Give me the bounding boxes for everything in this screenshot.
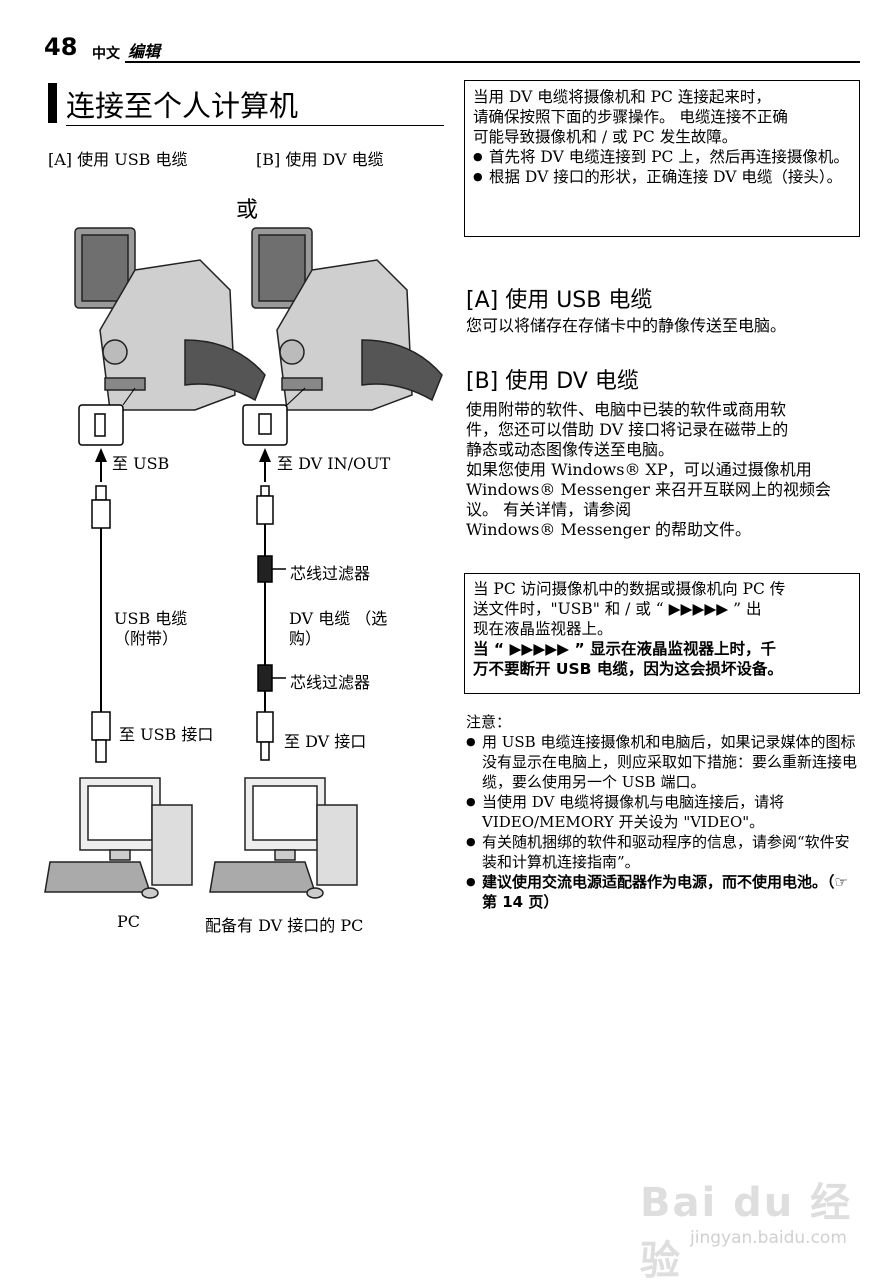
dv-cable-label-line2: 购） [289, 629, 322, 648]
caution-bullet: 首先将 DV 电缆连接到 PC 上，然后再连接摄像机。 [473, 147, 851, 167]
pc-illustration-a [44, 777, 193, 899]
caution-box: 当用 DV 电缆将摄像机和 PC 连接起来时， 请确保按照下面的步骤操作。 电缆… [464, 80, 860, 237]
pc-with-dv-label: 配备有 DV 接口的 PC [205, 916, 364, 935]
caution-text-line2: 请确保按照下面的步骤操作。 电缆连接不正确 [473, 108, 788, 126]
dv-option-label: [B] 使用 DV 电缆 [256, 150, 384, 169]
core-filter-label-2: 芯线过滤器 [290, 673, 371, 692]
info-line-bold: 当 “ ▶▶▶▶▶ ” 显示在液晶监视器上时，千 [473, 640, 777, 658]
title-rule [66, 125, 444, 126]
section-b-heading: [B] 使用 DV 电缆 [466, 369, 639, 394]
to-usb-label: 至 USB [112, 454, 170, 473]
section-b-line: 如果您使用 Windows® XP，可以通过摄像机用 [466, 460, 812, 479]
section-b-line: 静态或动态图像传送至电脑。 [466, 440, 675, 459]
chapter-label-zh: 中文 [92, 46, 120, 62]
to-dv-inout-label: 至 DV IN/OUT [277, 454, 391, 473]
section-b-line: 件，您还可以借助 DV 接口将记录在磁带上的 [466, 420, 789, 439]
section-b-line: Windows® Messenger 的帮助文件。 [466, 520, 751, 539]
info-line: 当 PC 访问摄像机中的数据或摄像机向 PC 传 [473, 580, 786, 598]
header-rule [125, 61, 860, 63]
usb-port-inset [78, 404, 124, 446]
chapter-label: 编辑 [128, 42, 161, 61]
page-number: 48 [44, 33, 78, 61]
caution-text-line1: 当用 DV 电缆将摄像机和 PC 连接起来时， [473, 88, 771, 106]
info-line: 送文件时，"USB" 和 / 或 “ ▶▶▶▶▶ ” 出 [473, 600, 762, 618]
dv-port-inset [242, 404, 288, 446]
to-usb-port-label: 至 USB 接口 [119, 725, 214, 744]
caution-bullet: 根据 DV 接口的形状，正确连接 DV 电缆（接头）。 [473, 167, 851, 187]
pc-illustration-b [209, 777, 358, 899]
notes-section: 注意： 用 USB 电缆连接摄像机和电脑后，如果记录媒体的图标没有显示在电脑上，… [466, 712, 864, 912]
camcorder-illustration-b [251, 227, 443, 411]
note-item: 建议使用交流电源适配器作为电源，而不使用电池。（☞ 第 14 页） [466, 872, 864, 912]
camcorder-illustration-a [74, 227, 266, 411]
usb-option-label: [A] 使用 USB 电缆 [48, 150, 188, 169]
dv-cable-label-line1: DV 电缆 （选 [289, 609, 388, 628]
usb-warning-box: 当 PC 访问摄像机中的数据或摄像机向 PC 传 送文件时，"USB" 和 / … [464, 573, 860, 694]
section-b-line: 使用附带的软件、电脑中已装的软件或商用软 [466, 400, 787, 419]
watermark-logo: Bai du 经验 [640, 1180, 853, 1284]
section-a-heading: [A] 使用 USB 电缆 [466, 288, 653, 313]
or-label: 或 [236, 198, 259, 223]
to-dv-port-label: 至 DV 接口 [284, 732, 367, 751]
note-item: 有关随机捆绑的软件和驱动程序的信息，请参阅“软件安装和计算机连接指南”。 [466, 832, 864, 872]
core-filter-label-1: 芯线过滤器 [290, 564, 371, 583]
note-item: 用 USB 电缆连接摄像机和电脑后，如果记录媒体的图标没有显示在电脑上，则应采取… [466, 732, 864, 792]
info-line-bold: 万不要断开 USB 电缆，因为这会损坏设备。 [473, 660, 783, 678]
section-a-body: 您可以将储存在存储卡中的静像传送至电脑。 [466, 316, 787, 335]
usb-cable-drawing [91, 485, 111, 763]
section-b-body: 使用附带的软件、电脑中已装的软件或商用软 件，您还可以借助 DV 接口将记录在磁… [466, 400, 866, 540]
usb-cable-label-line1: USB 电缆 [114, 609, 188, 628]
title-bar [48, 83, 57, 123]
note-item: 当使用 DV 电缆将摄像机与电脑连接后，请将 VIDEO/MEMORY 开关设为… [466, 792, 864, 832]
caution-text-line3: 可能导致摄像机和 / 或 PC 发生故障。 [473, 128, 738, 146]
watermark-url: jingyan.baidu.com [690, 1228, 847, 1248]
section-b-line: Windows® Messenger 来召开互联网上的视频会 [466, 480, 831, 499]
page-title: 连接至个人计算机 [66, 89, 299, 123]
notes-heading: 注意： [466, 713, 512, 731]
usb-cable-label-line2: （附带） [114, 629, 179, 648]
section-b-line: 议。 有关详情，请参阅 [466, 500, 632, 519]
dv-cable-drawing [256, 485, 286, 761]
info-line: 现在液晶监视器上。 [473, 620, 613, 638]
pc-label: PC [117, 912, 141, 931]
connection-diagram [44, 227, 443, 899]
